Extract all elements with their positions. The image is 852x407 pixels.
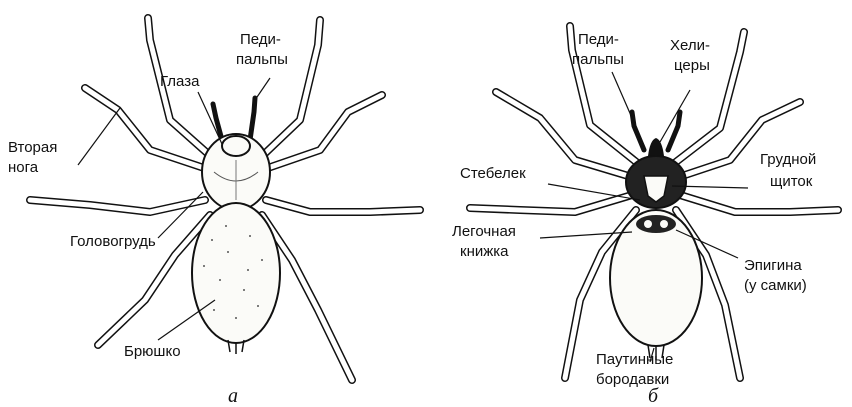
label-sternum-line1: Грудной bbox=[760, 151, 816, 168]
spider-a-eye-region bbox=[222, 136, 250, 156]
label-book-lung-line2: книжка bbox=[460, 243, 509, 260]
label-epigyne-line2: (у самки) bbox=[744, 277, 807, 294]
label-pedipalps-b-line2: пальпы bbox=[572, 51, 624, 68]
spider-a-abdomen-shape bbox=[192, 203, 280, 343]
label-spinnerets-line2: бородавки bbox=[596, 371, 669, 388]
label-chelicerae-line2: церы bbox=[674, 57, 710, 74]
label-second-leg-line2: нога bbox=[8, 159, 39, 176]
label-sternum-line2: щиток bbox=[770, 173, 813, 190]
caption-figure-b: б bbox=[648, 385, 659, 407]
label-pedipalps-a-line1: Педи- bbox=[240, 31, 281, 48]
label-second-leg-line1: Вторая bbox=[8, 139, 57, 156]
label-eyes: Глаза bbox=[160, 73, 200, 90]
spider-b-book-lung-shape bbox=[636, 215, 676, 233]
label-chelicerae-line1: Хели- bbox=[670, 37, 710, 54]
spider-dorsal-view: Вторая нога Глаза Педи- пальпы Головогру… bbox=[8, 18, 420, 407]
label-spinnerets-line1: Паутинные bbox=[596, 351, 673, 368]
spider-b-chelicerae-shape bbox=[648, 138, 664, 156]
caption-figure-a: а bbox=[228, 385, 238, 407]
label-abdomen: Брюшко bbox=[124, 343, 181, 360]
label-pedipalps-b-line1: Педи- bbox=[578, 31, 619, 48]
label-pedipalps-a-line2: пальпы bbox=[236, 51, 288, 68]
label-epigyne-line1: Эпигина bbox=[744, 257, 802, 274]
label-book-lung-line1: Легочная bbox=[452, 223, 516, 240]
spider-a-right-pedipalp bbox=[250, 98, 255, 140]
spider-ventral-view: Педи- пальпы Хели- церы Стебелек Грудной… bbox=[452, 26, 838, 407]
label-cephalothorax: Головогрудь bbox=[70, 233, 156, 250]
label-pedicel: Стебелек bbox=[460, 165, 526, 182]
